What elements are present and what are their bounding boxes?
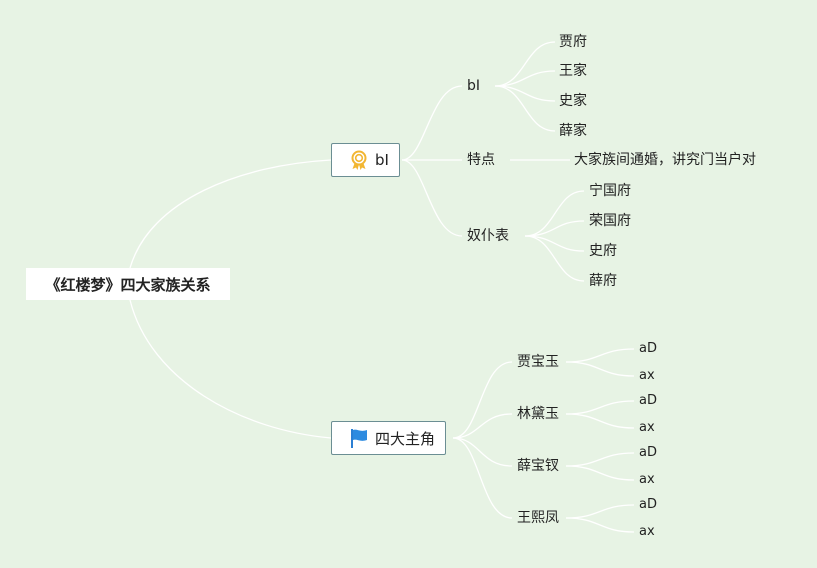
connector-char1-leaf1 [565, 348, 635, 363]
connector-branch2-sub3 [452, 437, 513, 467]
blue-flag-icon [348, 427, 370, 449]
leaf-xuebaochai-ad[interactable]: aD [639, 445, 657, 461]
root-topic[interactable]: 《红楼梦》四大家族关系 [26, 268, 230, 300]
connector-sub3-leaf1 [524, 190, 585, 237]
leaf-label: 大家族间通婚，讲究门当户对 [574, 152, 756, 168]
leaf-shifu[interactable]: 史府 [589, 242, 617, 260]
leaf-label: aD [639, 341, 657, 356]
connector-char1-leaf2 [565, 361, 635, 377]
leaf-jiafu[interactable]: 贾府 [559, 33, 587, 51]
leaf-label: ax [639, 368, 655, 383]
connector-char3-leaf2 [565, 465, 635, 481]
leaf-xuebaochai-ax[interactable]: ax [639, 472, 655, 488]
subtopic-label: 王熙凤 [517, 510, 559, 526]
connector-root-branch2 [129, 299, 332, 439]
leaf-wangxifeng-ad[interactable]: aD [639, 497, 657, 513]
leaf-jiabaoyu-ad[interactable]: aD [639, 341, 657, 357]
subtopic-label: 林黛玉 [517, 406, 559, 422]
leaf-label: 王家 [559, 63, 587, 79]
connector-branch1-sub3 [401, 159, 463, 237]
leaf-wangjia[interactable]: 王家 [559, 62, 587, 80]
subtopic-lindaiyu[interactable]: 林黛玉 [517, 405, 559, 423]
leaf-shijia[interactable]: 史家 [559, 92, 587, 110]
leaf-label: 薛府 [589, 273, 617, 289]
branch-topic-2-label: 四大主角 [375, 429, 436, 448]
connector-char2-leaf2 [565, 413, 635, 429]
branch-topic-1[interactable]: bI [331, 143, 400, 177]
connector-branch1-sub1 [401, 85, 463, 161]
connector-sub3-leaf4 [524, 235, 585, 282]
branch-topic-2[interactable]: 四大主角 [331, 421, 447, 455]
leaf-label: ax [639, 472, 655, 487]
subtopic-nupubiao-label: 奴仆表 [467, 228, 509, 244]
award-ribbon-icon [348, 149, 370, 171]
connector-sub1-leaf4 [494, 85, 556, 132]
connector-sub3-leaf3 [524, 235, 585, 252]
subtopic-tedian-label: 特点 [467, 152, 495, 168]
root-topic-label: 《红楼梦》四大家族关系 [45, 275, 211, 294]
leaf-label: 荣国府 [589, 213, 631, 229]
leaf-wangxifeng-ax[interactable]: ax [639, 524, 655, 540]
leaf-label: aD [639, 445, 657, 460]
subtopic-xuebaochai[interactable]: 薛宝钗 [517, 457, 559, 475]
leaf-lindaiyu-ax[interactable]: ax [639, 420, 655, 436]
connector-sub3-leaf2 [524, 220, 585, 237]
leaf-label: aD [639, 393, 657, 408]
leaf-lindaiyu-ad[interactable]: aD [639, 393, 657, 409]
connector-char3-leaf1 [565, 452, 635, 467]
leaf-label: ax [639, 524, 655, 539]
leaf-tedian-desc[interactable]: 大家族间通婚，讲究门当户对 [574, 151, 756, 169]
connector-char2-leaf1 [565, 400, 635, 415]
connector-branch2-sub1 [452, 361, 513, 439]
subtopic-label: 贾宝玉 [517, 354, 559, 370]
connector-sub1-leaf2 [494, 70, 556, 87]
subtopic-bi-label: bI [467, 78, 481, 94]
leaf-label: 薛家 [559, 123, 587, 139]
leaf-label: 贾府 [559, 34, 587, 50]
leaf-jiabaoyu-ax[interactable]: ax [639, 368, 655, 384]
leaf-xuejia[interactable]: 薛家 [559, 122, 587, 140]
connector-char4-leaf2 [565, 517, 635, 533]
branch-topic-1-label: bI [375, 151, 389, 169]
leaf-xuefu[interactable]: 薛府 [589, 272, 617, 290]
subtopic-wangxifeng[interactable]: 王熙凤 [517, 509, 559, 527]
subtopic-bi[interactable]: bI [467, 77, 480, 95]
leaf-ningguofu[interactable]: 宁国府 [589, 182, 631, 200]
leaf-label: 史家 [559, 93, 587, 109]
connector-branch2-sub4 [452, 437, 513, 519]
leaf-label: 宁国府 [589, 183, 631, 199]
leaf-label: 史府 [589, 243, 617, 259]
leaf-label: ax [639, 420, 655, 435]
connector-char4-leaf1 [565, 504, 635, 519]
leaf-rongguofu[interactable]: 荣国府 [589, 212, 631, 230]
subtopic-tedian[interactable]: 特点 [467, 151, 495, 169]
subtopic-nupubiao[interactable]: 奴仆表 [467, 227, 509, 245]
connector-branch2-sub2 [452, 413, 513, 439]
connector-root-branch1 [129, 159, 332, 269]
subtopic-label: 薛宝钗 [517, 458, 559, 474]
subtopic-jiabaoyu[interactable]: 贾宝玉 [517, 353, 559, 371]
leaf-label: aD [639, 497, 657, 512]
connector-sub1-leaf1 [494, 41, 556, 87]
